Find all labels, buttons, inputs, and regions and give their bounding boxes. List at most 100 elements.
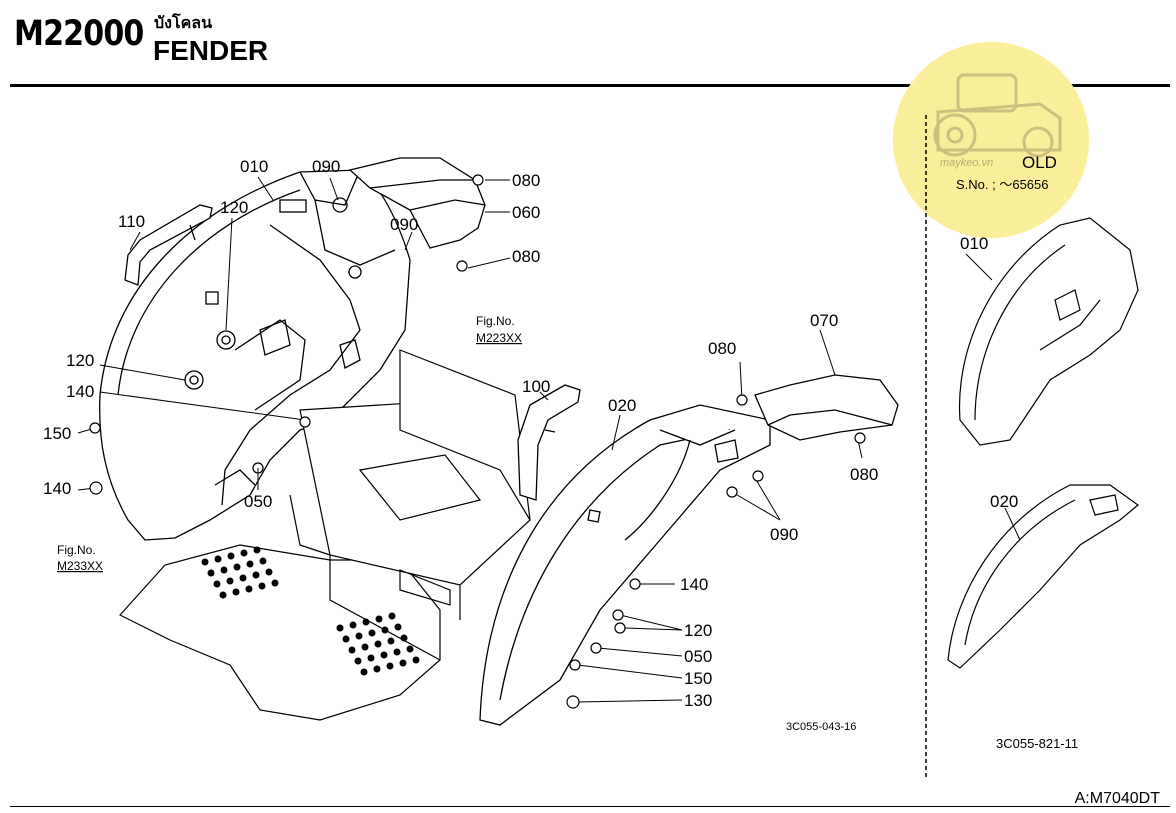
- floor-hole: [214, 555, 222, 563]
- fig-ref-label[interactable]: Fig.No.: [476, 314, 515, 328]
- cover-060-drawing: [348, 157, 486, 249]
- floor-hole: [227, 552, 235, 560]
- handle-110-drawing: [124, 204, 213, 286]
- floor-hole: [360, 668, 368, 676]
- fig-ref-label[interactable]: Fig.No.: [57, 543, 96, 557]
- floor-hole: [219, 591, 227, 599]
- old-fender-010-drawing: [958, 217, 1139, 446]
- floor-hole: [239, 574, 247, 582]
- floor-hole: [368, 629, 376, 637]
- floor-hole: [362, 618, 370, 626]
- floor-hole: [373, 665, 381, 673]
- drawing-code-main: 3C055-043-16: [786, 721, 856, 733]
- fender-010-drawing: [99, 169, 411, 541]
- floor-hole: [232, 588, 240, 596]
- old-serial: S.No. ; ～65656: [956, 177, 1049, 192]
- floor-hole: [388, 612, 396, 620]
- part-label-100: 100: [522, 377, 550, 396]
- floor-hole: [375, 615, 383, 623]
- old-badge-circle: [893, 42, 1089, 238]
- page-code: M22000: [14, 14, 144, 54]
- part-label-010-old: 010: [960, 234, 988, 253]
- fasteners: [89, 174, 866, 709]
- part-label-110: 110: [118, 212, 145, 231]
- floor-hole: [253, 546, 261, 554]
- floor-hole: [213, 580, 221, 588]
- old-fender-020-drawing: [947, 484, 1139, 669]
- part-label-080: 080: [708, 339, 736, 358]
- part-label-090: 090: [390, 215, 418, 234]
- floor-hole: [355, 632, 363, 640]
- floor-hole: [233, 563, 241, 571]
- floor-hole: [386, 662, 394, 670]
- part-label-050: 050: [684, 647, 712, 666]
- floor-hole: [381, 626, 389, 634]
- floor-hole: [374, 640, 382, 648]
- floor-hole: [348, 646, 356, 654]
- drawing-code-old: 3C055-821-11: [996, 736, 1078, 751]
- floor-hole: [400, 634, 408, 642]
- part-label-140: 140: [43, 479, 71, 498]
- part-label-020: 020: [608, 396, 636, 415]
- platform-drawing: [119, 349, 531, 721]
- floor-hole: [412, 656, 420, 664]
- part-label-080: 080: [512, 171, 540, 190]
- part-label-120: 120: [220, 198, 248, 217]
- part-label-150: 150: [43, 424, 71, 443]
- floor-hole: [406, 645, 414, 653]
- part-label-010: 010: [240, 157, 268, 176]
- floor-hole: [349, 621, 357, 629]
- part-label-120: 120: [684, 621, 712, 640]
- floor-hole: [246, 560, 254, 568]
- watermark-text: maykeo.vn: [940, 157, 993, 169]
- floor-hole: [393, 648, 401, 656]
- fig-ref-m233xx[interactable]: M233XX: [57, 559, 103, 573]
- part-label-150: 150: [684, 669, 712, 688]
- floor-hole: [245, 585, 253, 593]
- part-label-050: 050: [244, 492, 272, 511]
- part-label-090: 090: [312, 157, 340, 176]
- part-label-140: 140: [680, 575, 708, 594]
- fig-ref-m223xx[interactable]: M223XX: [476, 331, 522, 345]
- floor-hole: [259, 557, 267, 565]
- handle-100-drawing: [517, 384, 581, 501]
- floor-hole: [207, 569, 215, 577]
- floor-hole: [201, 558, 209, 566]
- floor-hole: [226, 577, 234, 585]
- floor-hole: [387, 637, 395, 645]
- part-label-060: 060: [512, 203, 540, 222]
- floor-hole: [367, 654, 375, 662]
- old-badge: maykeo.vn OLD S.No. ; ～65656: [893, 42, 1089, 238]
- floor-hole: [354, 657, 362, 665]
- part-label-070: 070: [810, 311, 838, 330]
- part-label-120: 120: [66, 351, 94, 370]
- floor-hole: [394, 623, 402, 631]
- footer-rule: [10, 806, 1170, 807]
- platform-holes: [201, 546, 420, 676]
- header-rule: [10, 84, 1170, 87]
- page-title-thai: บังโคลน: [154, 13, 213, 32]
- floor-hole: [336, 624, 344, 632]
- tractor-icon: [933, 73, 1062, 158]
- floor-hole: [380, 651, 388, 659]
- part-label-080: 080: [850, 465, 878, 484]
- page-title: FENDER: [153, 35, 269, 66]
- floor-hole: [220, 566, 228, 574]
- floor-hole: [265, 568, 273, 576]
- part-label-080: 080: [512, 247, 540, 266]
- old-label: OLD: [1022, 153, 1057, 172]
- floor-hole: [240, 549, 248, 557]
- fender-020-drawing: [479, 404, 771, 726]
- model-code: A:M7040DT: [1074, 790, 1160, 807]
- part-label-140: 140: [66, 382, 94, 401]
- floor-hole: [342, 635, 350, 643]
- floor-hole: [271, 579, 279, 587]
- floor-hole: [258, 582, 266, 590]
- floor-hole: [399, 659, 407, 667]
- cover-070-drawing: [754, 374, 899, 441]
- part-label-020-old: 020: [990, 492, 1018, 511]
- floor-hole: [252, 571, 260, 579]
- part-label-130: 130: [684, 691, 712, 710]
- part-label-090: 090: [770, 525, 798, 544]
